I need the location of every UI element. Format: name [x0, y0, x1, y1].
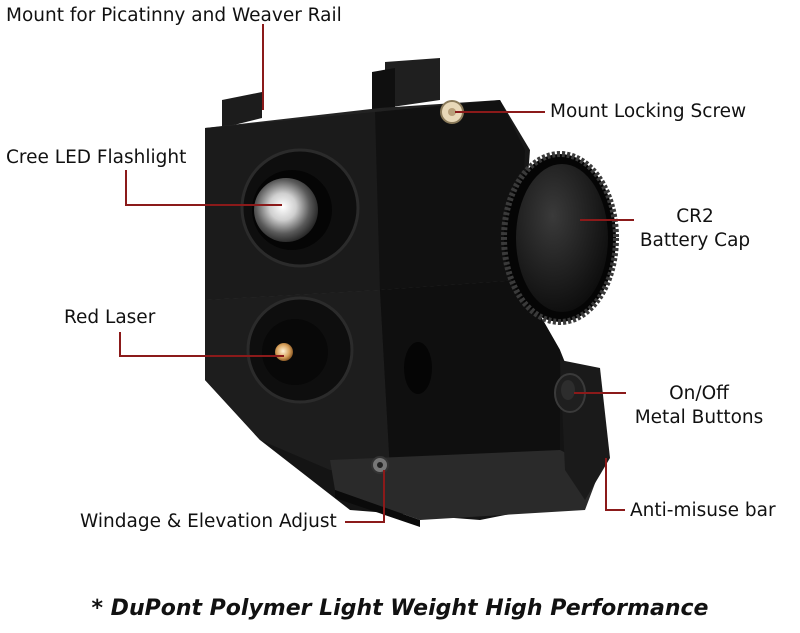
leader-anti-misuse — [605, 458, 625, 511]
leader-flashlight — [125, 170, 282, 206]
leader-lines — [119, 24, 634, 523]
laser-aperture — [246, 296, 354, 404]
windage-screw — [371, 456, 389, 474]
rail-mount-left — [222, 92, 262, 128]
flashlight-lens — [240, 148, 360, 268]
rail-mount-right — [385, 58, 440, 108]
label-anti-misuse: Anti-misuse bar — [630, 500, 776, 521]
label-windage: Windage & Elevation Adjust — [80, 511, 337, 532]
leader-windage — [345, 470, 385, 523]
label-locking-screw: Mount Locking Screw — [550, 101, 747, 122]
label-buttons-line2: Metal Buttons — [634, 407, 764, 428]
label-buttons-line1: On/Off — [669, 383, 729, 404]
label-laser: Red Laser — [64, 307, 156, 328]
battery-cap — [501, 151, 619, 325]
label-battery-line1: CR2 — [676, 206, 714, 227]
base-plate — [330, 450, 600, 520]
mount-locking-screw — [440, 100, 464, 124]
label-battery-line2: Battery Cap — [639, 230, 751, 251]
label-battery-cap: CR2 Battery Cap — [636, 205, 754, 253]
label-buttons: On/Off Metal Buttons — [626, 382, 772, 430]
label-mount-rail: Mount for Picatinny and Weaver Rail — [6, 5, 342, 26]
label-flashlight: Cree LED Flashlight — [6, 147, 187, 168]
on-off-button — [554, 373, 586, 413]
leader-laser — [119, 332, 284, 357]
footer-note: * DuPont Polymer Light Weight High Perfo… — [91, 596, 709, 621]
